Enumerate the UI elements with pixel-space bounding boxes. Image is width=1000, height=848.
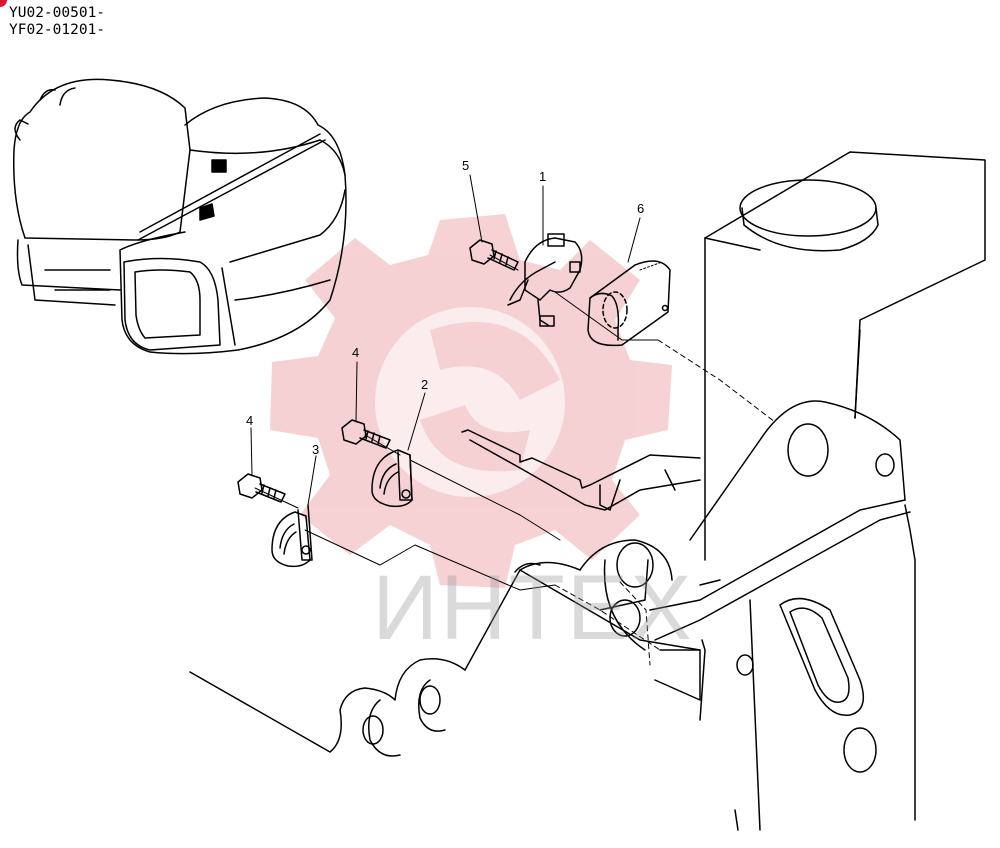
callout-leaders bbox=[250, 174, 641, 506]
part-3-horn bbox=[271, 504, 313, 568]
callout-3: 3 bbox=[312, 442, 319, 457]
callout-4-upper: 4 bbox=[352, 345, 359, 360]
serial-number-2: YF02-01201- bbox=[9, 22, 106, 38]
part-6-relay bbox=[587, 260, 671, 347]
assembly-leader-lines bbox=[554, 339, 776, 666]
serial-number-range: YU02-00501- YF02-01201- bbox=[9, 5, 105, 39]
part-2-horn bbox=[371, 449, 413, 508]
callout-4-lower: 4 bbox=[246, 413, 253, 428]
frame-assembly bbox=[189, 151, 986, 831]
callout-6: 6 bbox=[637, 201, 644, 216]
part-4-bolt-lower bbox=[237, 473, 286, 503]
serial-number-1: YU02-00501- bbox=[9, 5, 106, 21]
bracket-rails bbox=[461, 429, 701, 511]
callout-labels: 1 2 3 4 4 5 6 bbox=[246, 158, 644, 457]
inset-hood-view bbox=[13, 78, 347, 355]
part-4-bolt-upper bbox=[341, 419, 391, 449]
part-1-harness-bracket bbox=[507, 233, 583, 327]
corner-marker bbox=[0, 0, 7, 7]
watermark-text: ИНТЕХ bbox=[372, 557, 694, 659]
watermark-logo bbox=[270, 214, 672, 588]
callout-5: 5 bbox=[462, 158, 469, 173]
callout-2: 2 bbox=[421, 377, 428, 392]
callout-1: 1 bbox=[539, 169, 546, 184]
part-5-bolt bbox=[469, 239, 519, 271]
